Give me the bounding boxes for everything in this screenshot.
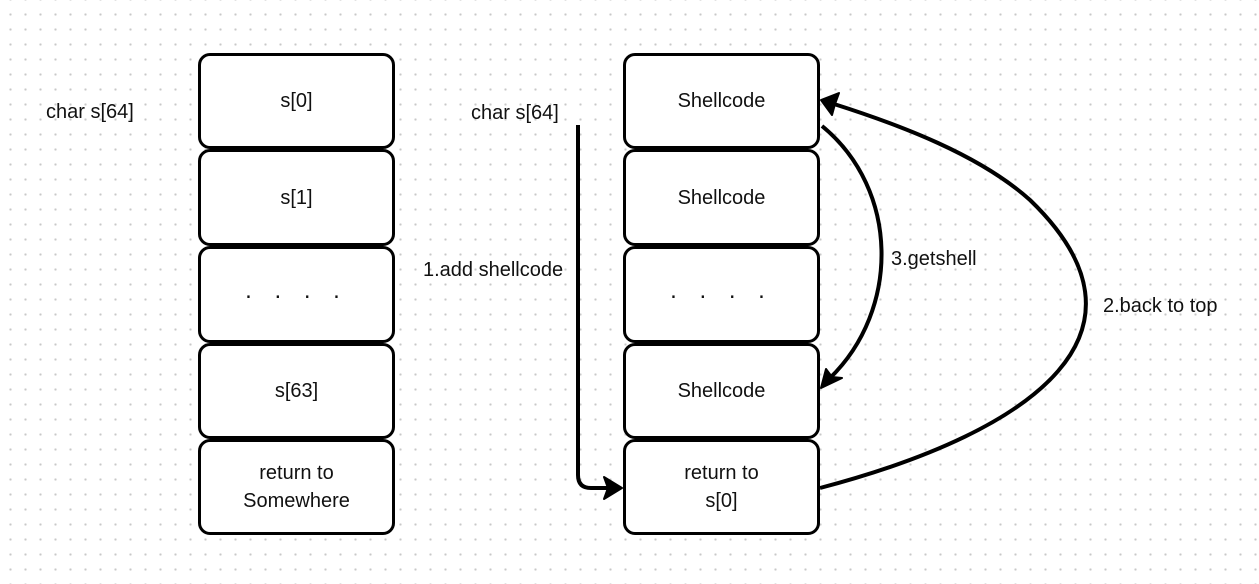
right-cell-return-address: return to s[0] — [623, 439, 820, 535]
left-ellipsis-text: . . . . — [245, 276, 348, 304]
back-to-top-arrowhead — [820, 92, 840, 116]
right-cell-shellcode-top: Shellcode — [623, 53, 820, 149]
right-ellipsis-text: . . . . — [670, 276, 773, 304]
left-stack-label: char s[64] — [46, 101, 134, 123]
left-cell-ellipsis: . . . . — [198, 246, 395, 343]
right-cell-shellcode-2: Shellcode — [623, 149, 820, 246]
left-cell-s1: s[1] — [198, 149, 395, 246]
left-cell-s63: s[63] — [198, 343, 395, 439]
left-cell-s0: s[0] — [198, 53, 395, 149]
add-shellcode-label: 1.add shellcode — [423, 259, 564, 281]
left-cell-return-address: return to Somewhere — [198, 439, 395, 535]
add-shellcode-arrow — [576, 125, 610, 490]
right-stack-label: char s[64] — [471, 102, 559, 124]
back-to-top-label: 2.back to top — [1103, 295, 1218, 317]
right-cell-shellcode-bottom: Shellcode — [623, 343, 820, 439]
right-cell-ellipsis: . . . . — [623, 246, 820, 343]
getshell-arrow — [820, 124, 884, 380]
add-shellcode-arrowhead — [603, 476, 623, 500]
getshell-label: 3.getshell — [891, 248, 977, 270]
getshell-arrowhead — [820, 368, 843, 389]
back-to-top-arrow — [819, 102, 1088, 490]
